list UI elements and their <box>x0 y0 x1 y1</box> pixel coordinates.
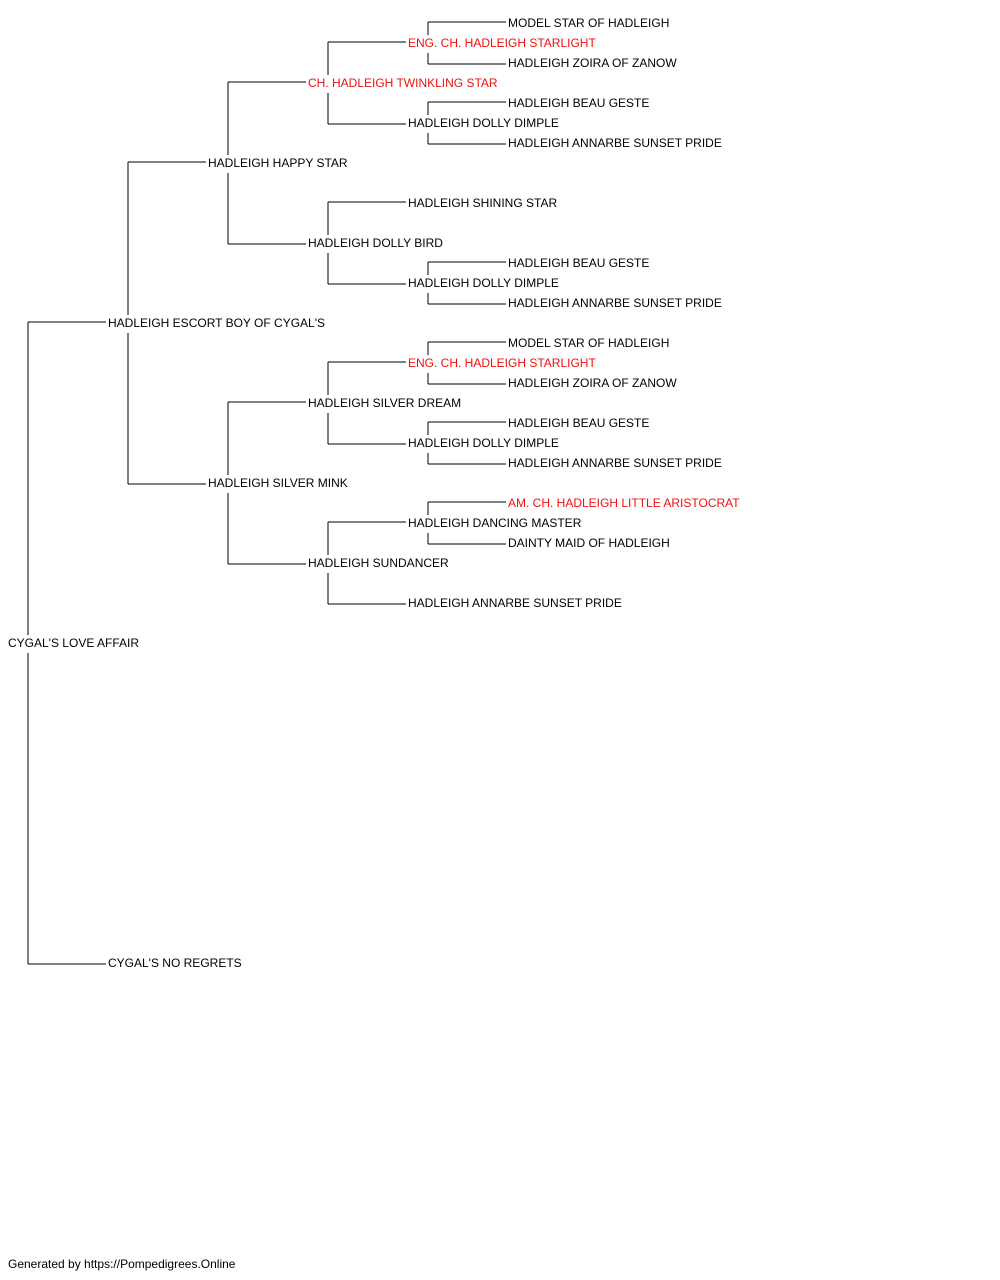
pedigree-node-16: HADLEIGH ZOIRA OF ZANOW <box>508 376 677 390</box>
pedigree-node-20: HADLEIGH ANNARBE SUNSET PRIDE <box>508 456 722 470</box>
pedigree-node-14: MODEL STAR OF HADLEIGH <box>508 336 670 350</box>
footer-credit: Generated by https://Pompedigrees.Online <box>8 1257 236 1271</box>
pedigree-node-17: HADLEIGH SILVER DREAM <box>308 396 462 410</box>
pedigree-node-13: HADLEIGH ESCORT BOY OF CYGAL'S <box>108 316 326 330</box>
pedigree-node-25: HADLEIGH SUNDANCER <box>308 556 449 570</box>
pedigree-node-5: HADLEIGH DOLLY DIMPLE <box>408 116 559 130</box>
pedigree-node-2: HADLEIGH ZOIRA OF ZANOW <box>508 56 677 70</box>
pedigree-node-23: HADLEIGH DANCING MASTER <box>408 516 582 530</box>
pedigree-node-3: CH. HADLEIGH TWINKLING STAR <box>308 76 498 90</box>
pedigree-node-6: HADLEIGH ANNARBE SUNSET PRIDE <box>508 136 722 150</box>
pedigree-node-21: HADLEIGH SILVER MINK <box>208 476 348 490</box>
pedigree-node-11: HADLEIGH DOLLY DIMPLE <box>408 276 559 290</box>
pedigree-node-9: HADLEIGH DOLLY BIRD <box>308 236 443 250</box>
pedigree-node-8: HADLEIGH SHINING STAR <box>408 196 558 210</box>
pedigree-node-26: HADLEIGH ANNARBE SUNSET PRIDE <box>408 596 622 610</box>
pedigree-node-1: ENG. CH. HADLEIGH STARLIGHT <box>408 36 596 50</box>
pedigree-node-10: HADLEIGH BEAU GESTE <box>508 256 650 270</box>
pedigree-node-18: HADLEIGH BEAU GESTE <box>508 416 650 430</box>
pedigree-node-28: CYGAL'S NO REGRETS <box>108 956 242 970</box>
pedigree-node-4: HADLEIGH BEAU GESTE <box>508 96 650 110</box>
pedigree-node-27: CYGAL'S LOVE AFFAIR <box>8 636 140 650</box>
pedigree-node-22: AM. CH. HADLEIGH LITTLE ARISTOCRAT <box>508 496 740 510</box>
pedigree-node-15: ENG. CH. HADLEIGH STARLIGHT <box>408 356 596 370</box>
pedigree-node-12: HADLEIGH ANNARBE SUNSET PRIDE <box>508 296 722 310</box>
pedigree-node-19: HADLEIGH DOLLY DIMPLE <box>408 436 559 450</box>
pedigree-node-24: DAINTY MAID OF HADLEIGH <box>508 536 670 550</box>
pedigree-node-7: HADLEIGH HAPPY STAR <box>208 156 348 170</box>
pedigree-node-0: MODEL STAR OF HADLEIGH <box>508 16 670 30</box>
